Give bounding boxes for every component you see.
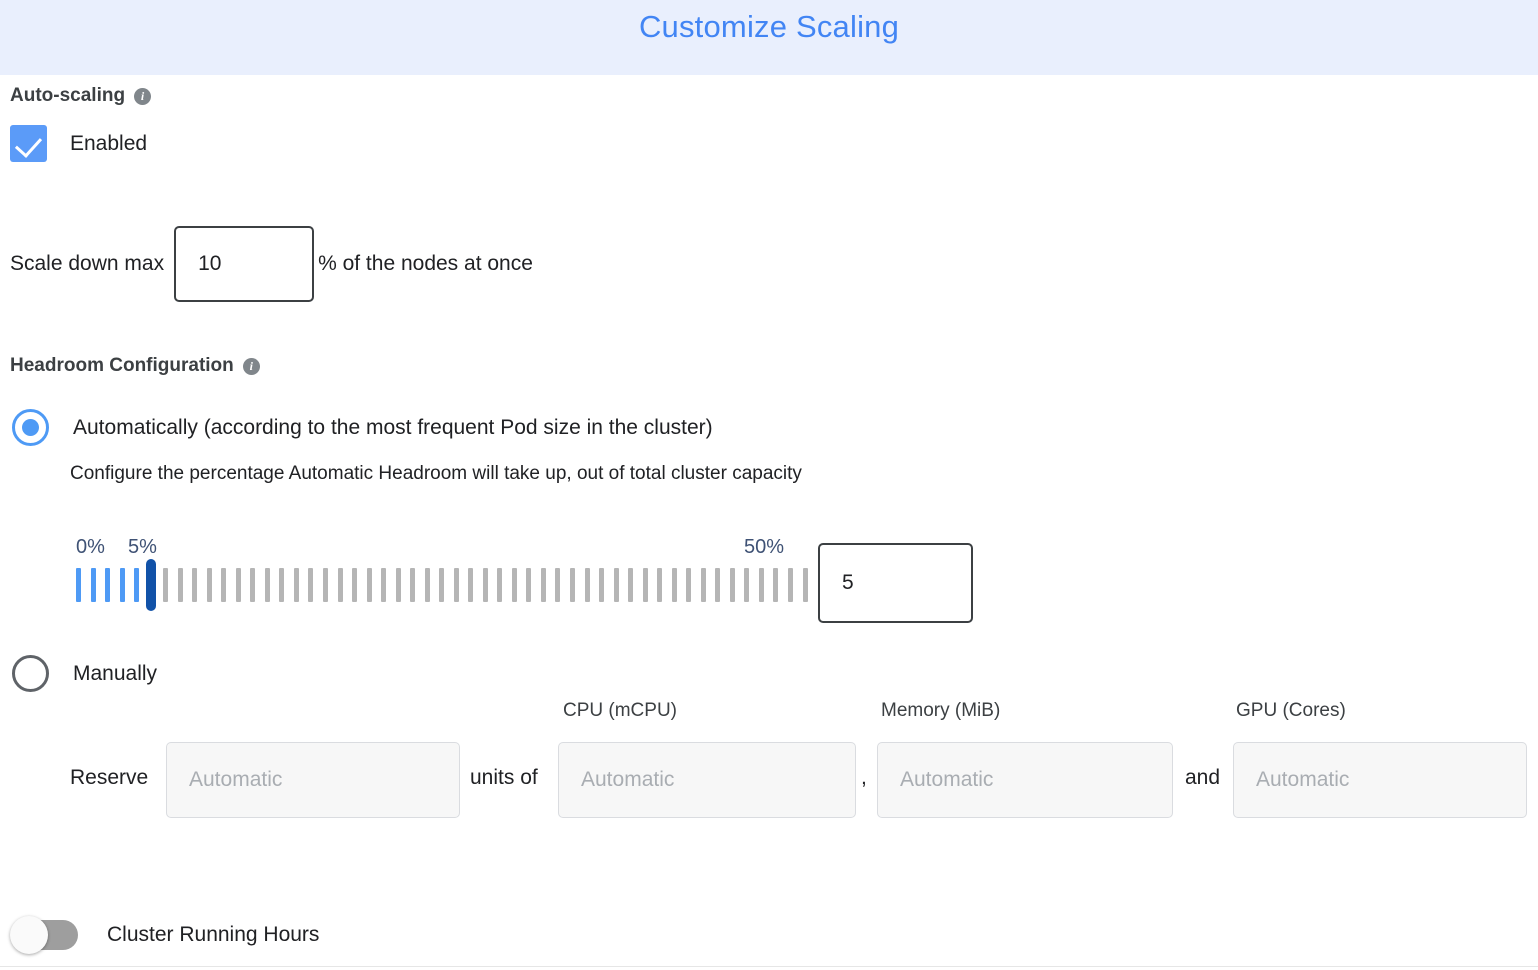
slider-tick: [250, 568, 256, 602]
radio-manual[interactable]: [12, 655, 49, 692]
slider-tick: [686, 568, 692, 602]
slider-tick: [540, 568, 546, 602]
page-title: Customize Scaling: [638, 9, 900, 44]
slider-tick: [279, 568, 285, 602]
and-label: and: [1185, 766, 1221, 789]
headroom-option-automatic[interactable]: Automatically (according to the most fre…: [12, 409, 713, 446]
slider-tick: [264, 568, 270, 602]
slider-tick: [773, 568, 779, 602]
scale-down-max-row: Scale down max % of the nodes at once: [10, 226, 533, 302]
auto-scaling-enabled-row[interactable]: Enabled: [10, 125, 147, 162]
slider-tick: [671, 568, 677, 602]
radio-manual-label: Manually: [73, 661, 158, 685]
comma-separator: ,: [861, 766, 867, 789]
radio-automatic[interactable]: [12, 409, 49, 446]
scale-down-max-input[interactable]: [174, 226, 315, 302]
cluster-running-hours-toggle[interactable]: [10, 916, 78, 954]
manual-reserve-row: Reserve units of , and: [0, 742, 1538, 818]
slider-tick: [613, 568, 619, 602]
slider-tick: [337, 568, 343, 602]
headroom-percentage-slider[interactable]: 0% 5% 50%: [0, 530, 1538, 640]
slider-tick: [729, 568, 735, 602]
reserve-cpu-input[interactable]: [558, 742, 856, 818]
slider-tick: [105, 568, 111, 602]
slider-tick: [90, 568, 96, 602]
auto-scaling-heading: Auto-scaling i: [10, 85, 152, 107]
slider-tick: [555, 568, 561, 602]
slider-max-label: 50%: [744, 536, 785, 558]
slider-tick: [119, 568, 125, 602]
slider-tick: [410, 568, 416, 602]
reserve-memory-input[interactable]: [877, 742, 1173, 818]
slider-tick: [221, 568, 227, 602]
info-icon[interactable]: i: [242, 357, 260, 375]
slider-tick: [381, 568, 387, 602]
headroom-percentage-input[interactable]: [818, 543, 973, 623]
slider-value-label: 5%: [128, 536, 157, 558]
slider-tick: [395, 568, 401, 602]
slider-tick: [744, 568, 750, 602]
slider-tick: [352, 568, 358, 602]
slider-tick: [599, 568, 605, 602]
slider-tick: [758, 568, 764, 602]
slider-tick: [584, 568, 590, 602]
slider-tick: [715, 568, 721, 602]
slider-tick: [628, 568, 634, 602]
gpu-column-label: GPU (Cores): [1236, 700, 1346, 721]
slider-tick: [468, 568, 474, 602]
auto-scaling-enabled-checkbox[interactable]: [10, 125, 47, 162]
bottom-divider: [0, 966, 1538, 967]
slider-tick: [482, 568, 488, 602]
memory-column-label: Memory (MiB): [881, 700, 1001, 721]
slider-tick: [293, 568, 299, 602]
slider-tick: [424, 568, 430, 602]
reserve-units-input[interactable]: [166, 742, 460, 818]
slider-tick: [235, 568, 241, 602]
slider-tick: [642, 568, 648, 602]
slider-tick: [453, 568, 459, 602]
slider-tick: [134, 568, 140, 602]
slider-tick: [308, 568, 314, 602]
radio-automatic-label: Automatically (according to the most fre…: [73, 415, 713, 439]
toggle-knob: [10, 916, 48, 954]
cluster-running-hours-label: Cluster Running Hours: [107, 923, 320, 946]
reserve-label: Reserve: [70, 766, 149, 789]
cluster-running-hours-row[interactable]: Cluster Running Hours: [10, 916, 320, 954]
slider-tick: [439, 568, 445, 602]
slider-tick: [787, 568, 793, 602]
info-icon[interactable]: i: [134, 87, 152, 105]
slider-tick: [570, 568, 576, 602]
slider-tick: [497, 568, 503, 602]
headroom-configuration-heading-label: Headroom Configuration: [10, 355, 234, 376]
slider-tick: [177, 568, 183, 602]
slider-tick: [192, 568, 198, 602]
panel-header: Customize Scaling: [0, 0, 1538, 75]
headroom-automatic-description: Configure the percentage Automatic Headr…: [70, 463, 802, 484]
headroom-configuration-heading: Headroom Configuration i: [10, 355, 260, 377]
slider-tick: [511, 568, 517, 602]
slider-track[interactable]: [76, 559, 808, 611]
cpu-column-label: CPU (mCPU): [563, 700, 677, 721]
slider-thumb[interactable]: [146, 559, 157, 611]
headroom-option-manual[interactable]: Manually: [12, 655, 157, 692]
slider-tick: [323, 568, 328, 602]
reserve-gpu-input[interactable]: [1233, 742, 1527, 818]
scale-down-max-suffix: % of the nodes at once: [318, 252, 533, 275]
units-of-label: units of: [470, 766, 538, 789]
auto-scaling-heading-label: Auto-scaling: [10, 85, 126, 106]
slider-tick: [802, 568, 808, 602]
scale-down-max-label: Scale down max: [10, 252, 165, 275]
auto-scaling-enabled-label: Enabled: [70, 131, 148, 155]
slider-tick: [657, 568, 663, 602]
slider-min-label: 0%: [76, 536, 105, 558]
slider-tick: [526, 568, 532, 602]
slider-tick: [206, 568, 212, 602]
slider-tick: [700, 568, 706, 602]
slider-tick: [366, 568, 372, 602]
slider-tick: [76, 568, 81, 602]
slider-tick: [163, 568, 169, 602]
